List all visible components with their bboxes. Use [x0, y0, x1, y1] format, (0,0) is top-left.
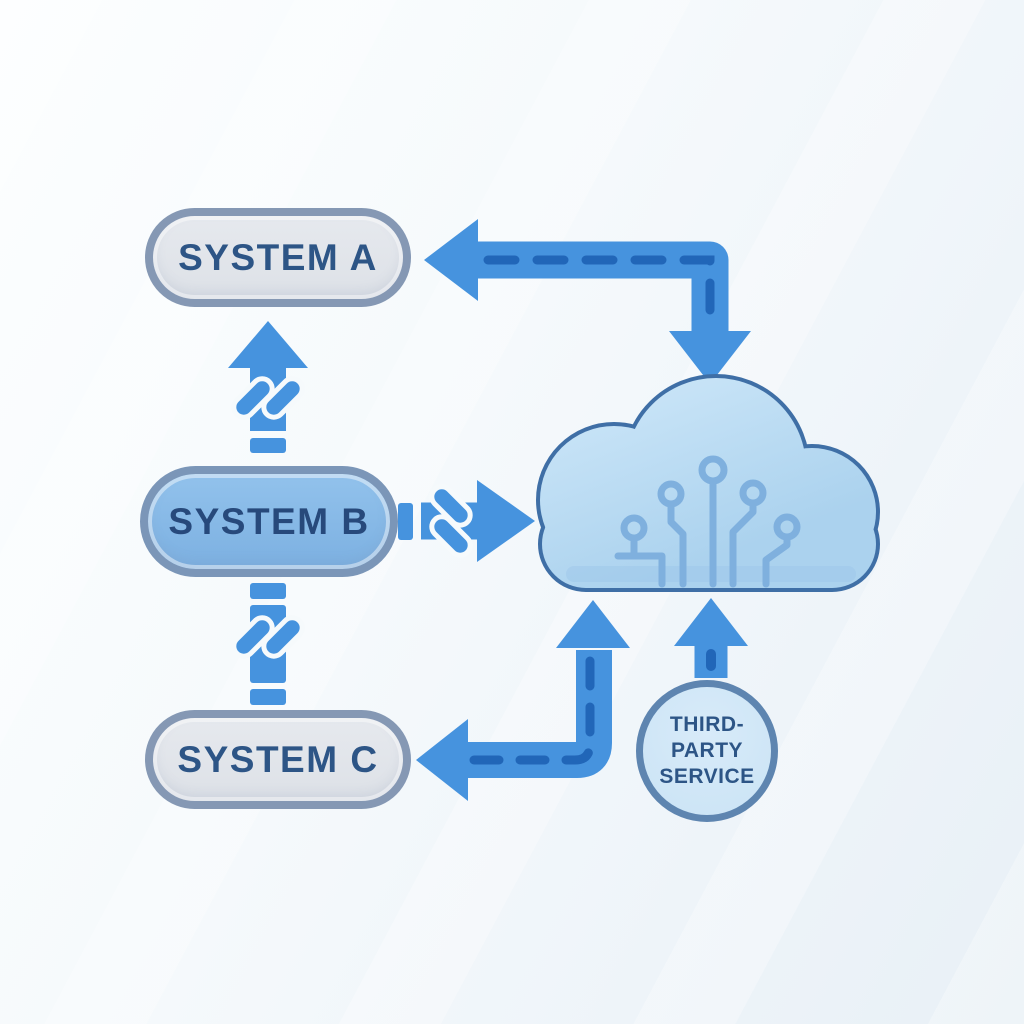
third-party-label-line2: SERVICE	[659, 765, 755, 789]
sync-link-icon	[230, 614, 307, 661]
link-system-c-to-system-b	[230, 583, 307, 705]
node-third-party-service: THIRD-PARTY SERVICE	[636, 680, 778, 822]
arrow-system-b-to-cloud	[398, 480, 535, 562]
sync-link-icon	[428, 483, 475, 560]
circuit-pattern	[614, 455, 801, 588]
system-b-label: SYSTEM B	[168, 500, 370, 542]
arrow-cloud-to-system-a	[424, 219, 751, 384]
arrow-cloud-to-system-c	[416, 600, 630, 801]
sync-link-icon	[230, 375, 307, 422]
node-system-b: SYSTEM B	[140, 466, 398, 577]
arrow-system-b-to-system-a	[228, 321, 308, 453]
system-c-label: SYSTEM C	[177, 738, 379, 780]
node-system-a: SYSTEM A	[145, 208, 411, 307]
arrow-third-party-to-cloud	[674, 598, 748, 678]
cloud-circuit-icon	[536, 374, 880, 592]
system-a-label: SYSTEM A	[178, 236, 378, 278]
node-system-c: SYSTEM C	[145, 710, 411, 809]
third-party-label-line1: THIRD-PARTY	[669, 712, 745, 762]
